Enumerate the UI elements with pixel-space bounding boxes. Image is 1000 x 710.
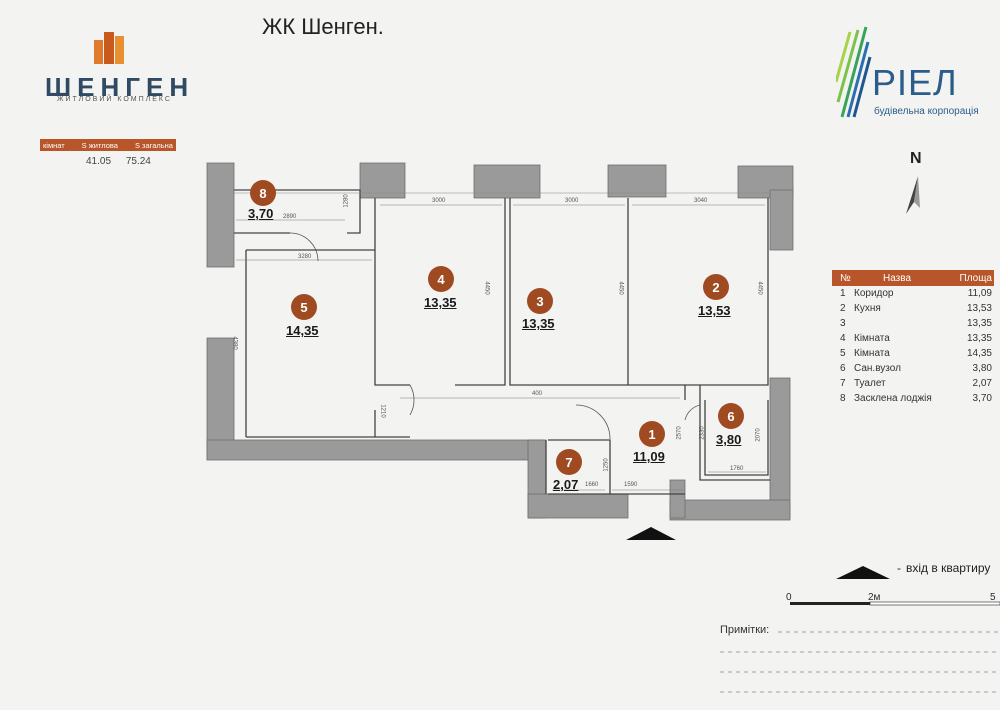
dim-label: 1590 [624, 482, 638, 488]
entrance-arrow-icon [626, 527, 676, 540]
legend-area: 11,09 [967, 288, 992, 299]
room-8-badge: 8 [250, 180, 276, 206]
legend-num: 2 [840, 303, 846, 314]
legend-name: Кімната [854, 348, 890, 359]
room-5-area: 14,35 [286, 323, 319, 338]
table-row: 4 Кімната 13,35 [832, 331, 994, 346]
legend-num: 4 [840, 333, 846, 344]
room-3-badge: 3 [527, 288, 553, 314]
logo-name: ШЕНГЕН [45, 72, 195, 102]
summary-header-rooms: кімнат [43, 140, 65, 150]
entrance-legend-icon [836, 566, 890, 579]
developer-subtitle: будівельна корпорація [874, 106, 979, 117]
scale-mid: 2м [868, 592, 881, 603]
riel-logo-icon [836, 26, 872, 118]
summary-header-total: S загальна [134, 140, 173, 150]
legend-num: 8 [840, 393, 846, 404]
legend-num: 1 [840, 288, 846, 299]
summary-header: кімнат S житлова S загальна [40, 139, 176, 151]
scale-end: 5 [990, 592, 996, 603]
legend-name: Засклена лоджія [854, 393, 932, 404]
dim-label: 4450 [483, 281, 490, 295]
legend-name: Кімната [854, 333, 890, 344]
room-8-area: 3,70 [248, 206, 274, 221]
table-row: 5 Кімната 14,35 [832, 346, 994, 361]
legend-name: Коридор [854, 288, 894, 299]
legend-area: 14,35 [966, 348, 992, 359]
room-7-badge: 7 [556, 449, 582, 475]
legend-num: 3 [840, 318, 846, 329]
north-label: N [910, 150, 922, 167]
room-1-area: 11,09 [633, 449, 665, 464]
legend-area: 3,70 [972, 393, 992, 404]
legend-num: 6 [840, 363, 846, 374]
dim-label: 2330 [699, 426, 706, 440]
shengen-logo-icon [94, 32, 124, 64]
room-7-area: 2,07 [553, 477, 579, 492]
summary-header-living: S житлова [81, 140, 118, 150]
room-3-area: 13,35 [522, 316, 555, 331]
north-arrow-icon [906, 176, 920, 214]
logo-subtitle: ЖИТЛОВИЙ КОМПЛЕКС [57, 96, 172, 103]
room-1-badge: 1 [639, 421, 665, 447]
legend-header-name: Назва [882, 272, 912, 284]
room-4-area: 13,35 [424, 295, 457, 310]
dim-label: 2070 [755, 428, 762, 442]
room-4-badge: 4 [428, 266, 454, 292]
summary-total-area: 75.24 [125, 156, 151, 167]
scale-start: 0 [786, 592, 792, 603]
room-5-badge: 5 [291, 294, 317, 320]
summary-living-area: 41.05 [86, 156, 112, 167]
dim-label: 4380 [231, 336, 238, 350]
legend-name: Туалет [854, 378, 886, 389]
legend-area: 13,53 [966, 303, 992, 314]
dim-label: 1210 [379, 404, 386, 418]
legend-name: Сан.вузол [854, 363, 901, 374]
room-6-area: 3,80 [716, 432, 742, 447]
dim-label: 1660 [585, 482, 599, 488]
table-row: 2 Кухня 13,53 [832, 301, 994, 316]
dim-label: 3280 [298, 254, 312, 260]
legend-header: № Назва Площа [832, 270, 994, 286]
room-2-badge: 2 [703, 274, 729, 300]
dim-label: 4450 [617, 281, 624, 295]
dim-label: 3040 [694, 198, 708, 204]
page-title: ЖК Шенген. [262, 14, 384, 39]
entrance-dash: - [897, 561, 901, 575]
dim-label: 3000 [432, 198, 446, 204]
table-row: 8 Засклена лоджія 3,70 [832, 391, 994, 406]
summary-values: 41.05 75.24 [86, 156, 163, 167]
room-2-area: 13,53 [698, 303, 731, 318]
notes-label: Примітки: [720, 624, 770, 636]
dim-label: 400 [532, 391, 543, 397]
scale-bar [790, 601, 1000, 606]
table-row: 1 Коридор 11,09 [832, 286, 994, 301]
legend-num: 5 [840, 348, 846, 359]
dim-label: 3000 [565, 198, 579, 204]
legend-header-area: Площа [959, 272, 993, 284]
legend-area: 13,35 [966, 318, 992, 329]
legend-header-num: № [840, 272, 851, 284]
dim-label: 4450 [756, 281, 763, 295]
dim-label: 1760 [730, 466, 744, 472]
dim-label: 1250 [603, 458, 610, 472]
legend-area: 2,07 [972, 378, 992, 389]
legend-num: 7 [840, 378, 846, 389]
table-row: 7 Туалет 2,07 [832, 376, 994, 391]
table-row: 6 Сан.вузол 3,80 [832, 361, 994, 376]
legend-area: 13,35 [966, 333, 992, 344]
legend-name: Кухня [854, 303, 881, 314]
dim-label: 1280 [343, 194, 350, 208]
dim-label: 2890 [283, 214, 297, 220]
legend-area: 3,80 [972, 363, 992, 374]
developer-name: РІЕЛ [872, 62, 958, 103]
room-6-badge: 6 [718, 403, 744, 429]
entrance-label: вхід в квартиру [906, 561, 991, 575]
dim-label: 2570 [676, 426, 683, 440]
